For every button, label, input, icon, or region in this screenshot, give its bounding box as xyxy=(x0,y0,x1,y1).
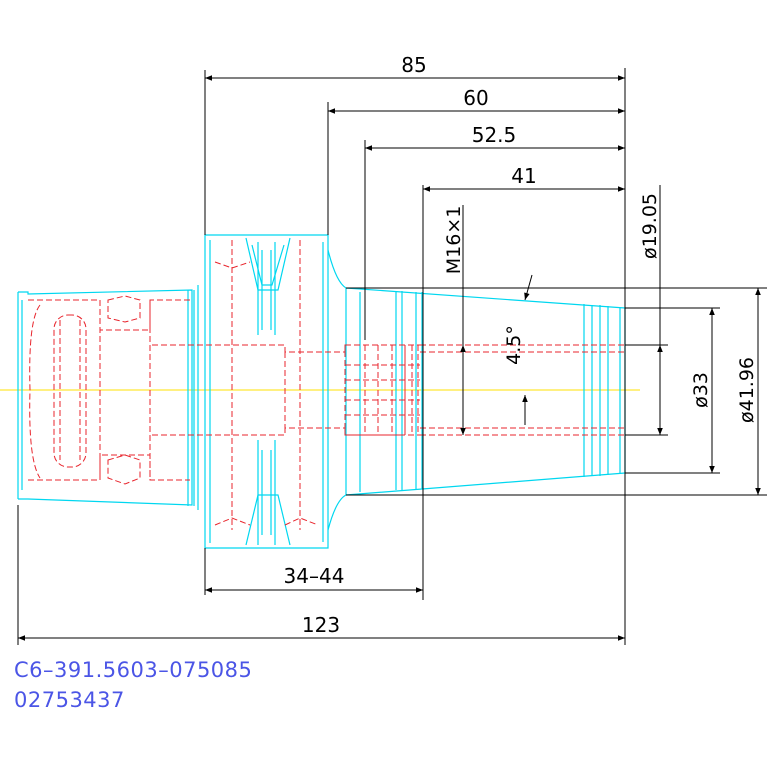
dim-41: 41 xyxy=(511,164,536,188)
dim-dia-33: ø33 xyxy=(690,372,712,408)
dim-52-5: 52.5 xyxy=(472,123,517,147)
item-number: 02753437 xyxy=(14,688,125,712)
dim-123: 123 xyxy=(302,613,340,637)
dimension-lines xyxy=(17,68,767,645)
dim-thread: M16×1 xyxy=(443,206,465,275)
dim-34-44: 34–44 xyxy=(284,564,345,588)
dim-taper-angle: 4.5° xyxy=(503,325,525,365)
part-number: C6–391.5603–075085 xyxy=(14,658,253,682)
dim-85: 85 xyxy=(401,53,426,77)
part-outline xyxy=(17,234,626,549)
dim-dia-19-05: ø19.05 xyxy=(639,193,661,259)
dim-dia-41-96: ø41.96 xyxy=(736,357,758,423)
dim-60: 60 xyxy=(463,86,488,110)
hidden-lines xyxy=(28,240,625,530)
